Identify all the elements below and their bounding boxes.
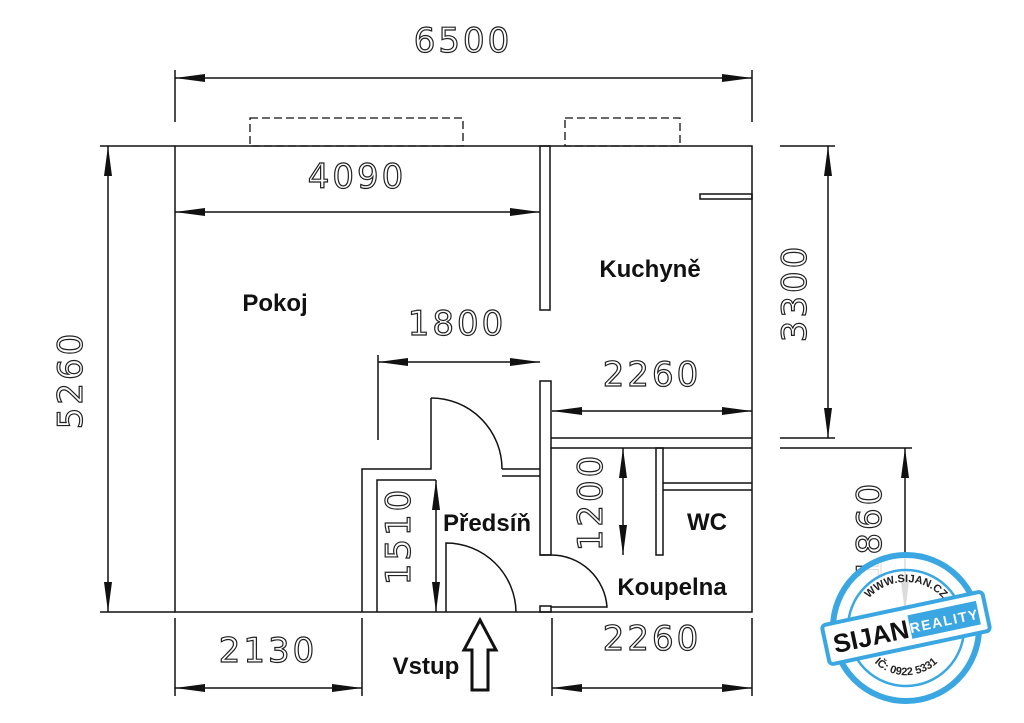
window bbox=[564, 117, 681, 147]
room-predsin: Předsíň bbox=[443, 510, 531, 537]
dim-bath-width: 2260 bbox=[603, 619, 702, 659]
company-stamp: WWW.SIJAN.CZ IČ: 0922 5331 SIJAN REALITY bbox=[820, 552, 992, 704]
room-kuchyne: Kuchyně bbox=[599, 256, 700, 283]
door-bathroom bbox=[540, 554, 608, 608]
door-entrance bbox=[445, 542, 517, 613]
wall-hall-left bbox=[361, 398, 540, 612]
door-hall bbox=[430, 397, 503, 470]
kitchen-fixture bbox=[699, 193, 753, 200]
dim-kitchen-width: 2260 bbox=[603, 355, 702, 395]
dim-kitchen-height: 3300 bbox=[775, 244, 815, 343]
dim-total-height: 5260 bbox=[51, 331, 91, 430]
dim-left-bottom-width: 2130 bbox=[219, 631, 318, 671]
wall-pokoj-kitchen bbox=[539, 145, 551, 311]
wall-wc-shelf bbox=[663, 482, 752, 491]
dim-pokoj-width: 4090 bbox=[308, 157, 407, 197]
dim-hall-depth: 1510 bbox=[379, 487, 419, 586]
room-pokoj: Pokoj bbox=[242, 290, 307, 317]
entrance-arrow-icon bbox=[461, 616, 499, 692]
window bbox=[249, 117, 464, 147]
dim-hall-width: 1800 bbox=[408, 304, 507, 344]
dim-wc-height: 1200 bbox=[571, 453, 611, 552]
room-wc: WC bbox=[687, 509, 727, 536]
wall-corridor bbox=[551, 437, 752, 449]
dimension-lines bbox=[100, 70, 912, 696]
entrance-label: Vstup bbox=[393, 653, 460, 680]
dim-total-width: 6500 bbox=[414, 21, 513, 61]
door-jamb bbox=[539, 605, 552, 613]
room-koupelna: Koupelna bbox=[617, 574, 727, 601]
wall-wc bbox=[655, 447, 664, 556]
wall-hall-right bbox=[539, 380, 552, 556]
